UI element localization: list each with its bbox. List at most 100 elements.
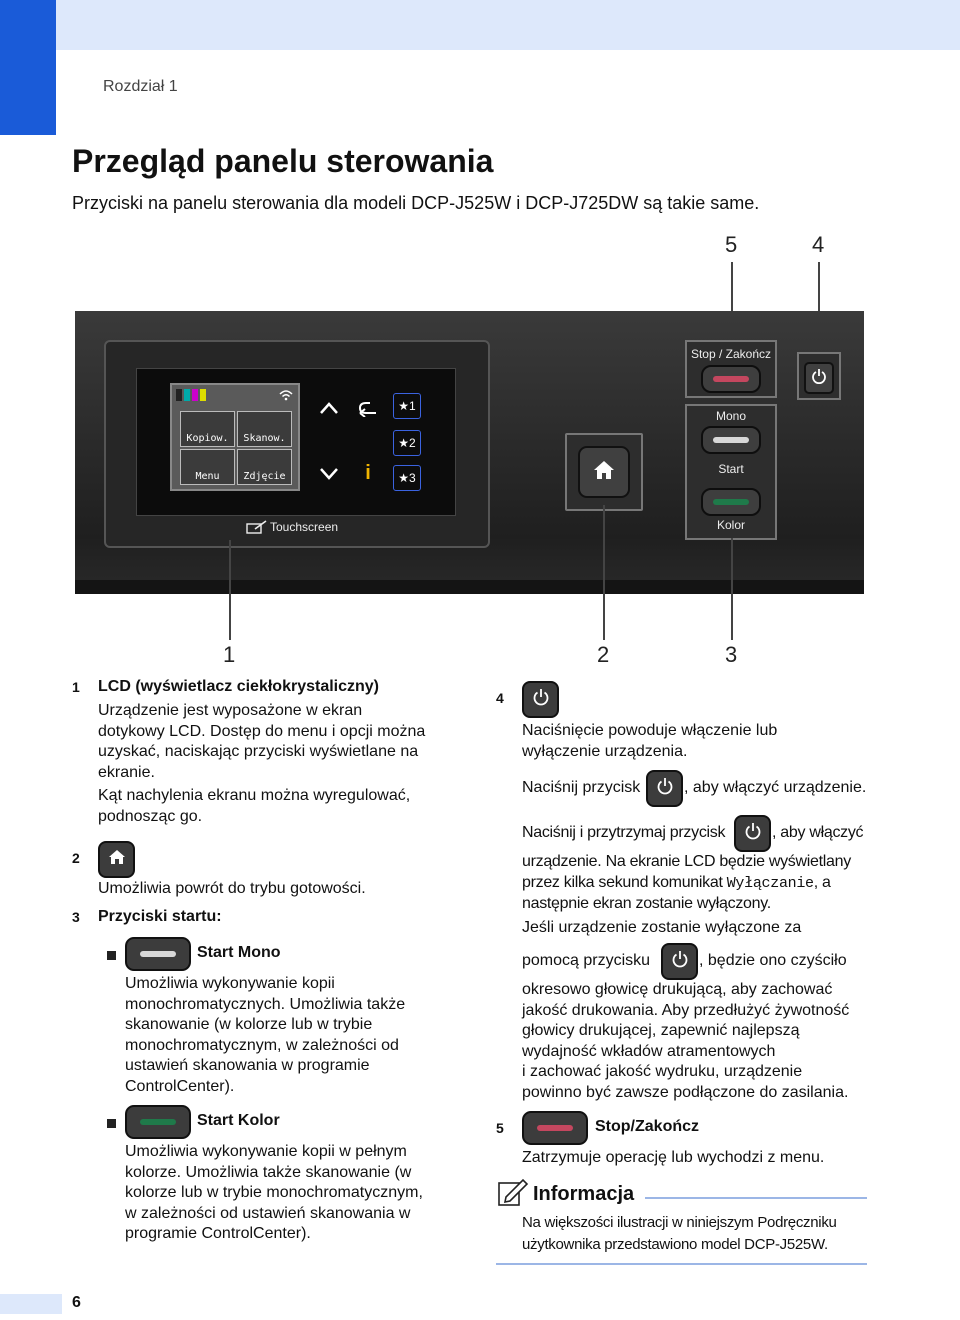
power-icon [532, 688, 550, 711]
stop-button[interactable] [701, 365, 761, 393]
color-start-button[interactable] [701, 488, 761, 516]
kolor-stripe [140, 1119, 176, 1125]
item1-number: 1 [72, 679, 80, 695]
item2-home-button [98, 841, 135, 878]
lcd-tile-scan[interactable]: Skanow. [237, 411, 292, 447]
item1-p1-line: ekranie. [98, 763, 155, 781]
power-icon [811, 368, 827, 389]
lcd-info-icon[interactable]: i [365, 462, 371, 484]
lcd-tile-menu[interactable]: Menu [180, 449, 235, 485]
start-mono-title: Start Mono [197, 944, 281, 961]
item1-p1-line: uzyskać, naciskając przyciski wyświetlan… [98, 743, 419, 760]
mono-stripe [713, 437, 749, 443]
home-icon [108, 849, 126, 870]
lcd-screen[interactable]: Kopiow. Skanow. Menu Zdjęcie [170, 383, 300, 491]
callout-3: 3 [725, 642, 738, 667]
info-title-rule [645, 1197, 867, 1199]
kolor-text-line: w zależności od ustawień skanowania w [125, 1204, 411, 1222]
item1-paragraph-1: Urządzenie jest wyposażone w ekran dotyk… [98, 701, 425, 783]
page-number: 6 [72, 1294, 81, 1311]
item1-title: LCD (wyświetlacz ciekłokrystaliczny) [98, 678, 379, 695]
kolor-button-icon [125, 1105, 191, 1139]
start-label: Start [718, 462, 744, 476]
item1-p1-line: Urządzenie jest wyposażone w ekran [98, 702, 363, 719]
item4-p2-after: , aby włączyć urządzenie. [684, 779, 867, 796]
callout-1: 1 [223, 642, 236, 667]
callout-5: 5 [725, 232, 738, 257]
inline-power-button-3 [661, 943, 698, 980]
callout-2: 2 [597, 642, 610, 667]
stop-label: Stop / Zakończ [690, 347, 772, 361]
item4-p1-line: wyłączenie urządzenia. [522, 742, 688, 760]
intro-text: Przyciski na panelu sterowania dla model… [72, 193, 760, 213]
leader-line-3 [731, 538, 733, 640]
color-stripe [713, 499, 749, 505]
kolor-label: Kolor [716, 518, 745, 532]
note-pencil-icon [497, 1177, 529, 1207]
item4-p3-code: Wyłączanie [726, 875, 814, 892]
item1-p1-line: dotykowy LCD. Dostęp do menu i opcji moż… [98, 722, 426, 740]
mono-text-line: monochromatycznych. Umożliwia także [125, 995, 406, 1013]
item1-p2-line: Kąt nachylenia ekranu można wyregulować, [98, 787, 411, 804]
touchscreen-logo-icon [246, 520, 268, 534]
mono-text-line: monochromatycznym, w zależności od [125, 1036, 399, 1054]
stop-stripe [713, 376, 749, 382]
start-mono-text: Umożliwia wykonywanie kopii monochromaty… [125, 974, 405, 1097]
item5-text: Zatrzymuje operację lub wychodzi z menu. [522, 1149, 825, 1166]
mono-stripe [140, 951, 176, 957]
item4-p2-before: Naciśnij przycisk [522, 779, 641, 796]
info-text: Na większości ilustracji w niniejszym Po… [522, 1212, 837, 1256]
inline-power-button-1 [646, 770, 683, 807]
lcd-favorite-2[interactable]: ★2 [393, 430, 421, 456]
mono-text-line: ControlCenter). [125, 1077, 235, 1095]
mono-text-line: ustawień skanowania w programie [125, 1057, 370, 1074]
leader-line-4 [818, 262, 820, 354]
lcd-up-arrow-icon[interactable] [318, 400, 340, 420]
item4-p4-line: okresowo głowicę drukującą, aby zachować [522, 981, 833, 998]
item4-p3-cont2: przez kilka sekund komunikat Wyłączanie,… [522, 873, 831, 895]
start-kolor-title: Start Kolor [197, 1112, 280, 1129]
item4-power-button [522, 681, 559, 718]
inline-power-button-2 [734, 815, 771, 852]
mono-text-line: skanowanie (w kolorze lub w trybie [125, 1016, 373, 1033]
item4-p3-cont1: urządzenie. Na ekranie LCD będzie wyświe… [522, 853, 851, 870]
chapter-tab [0, 0, 56, 135]
wifi-icon [278, 388, 294, 401]
stop-stripe [537, 1125, 573, 1131]
lcd-down-arrow-icon[interactable] [318, 466, 340, 486]
bullet-kolor [107, 1119, 116, 1128]
mono-text-line: Umożliwia wykonywanie kopii [125, 975, 335, 992]
item2-text: Umożliwia powrót do trybu gotowości. [98, 880, 366, 897]
start-kolor-text: Umożliwia wykonywanie kopii w pełnym kol… [125, 1142, 423, 1245]
lcd-tile-photo[interactable]: Zdjęcie [237, 449, 292, 485]
lcd-favorite-1[interactable]: ★1 [393, 393, 421, 419]
info-bottom-rule [496, 1263, 867, 1265]
item4-number: 4 [496, 690, 504, 706]
item4-p1-line: Naciśnięcie powoduje włączenie lub [522, 722, 778, 739]
mono-start-button[interactable] [701, 426, 761, 454]
info-line: użytkownika przedstawiono model DCP-J525… [522, 1236, 828, 1253]
lcd-favorite-3[interactable]: ★3 [393, 465, 421, 491]
power-icon [671, 950, 689, 973]
lcd-tile-copy[interactable]: Kopiow. [180, 411, 235, 447]
callout-4: 4 [812, 232, 825, 257]
page-title: Przegląd panelu sterowania [72, 143, 494, 179]
item4-p4-line: jakość drukowania. Aby przedłużyć żywotn… [522, 1001, 850, 1019]
item4-p4-rest: okresowo głowicę drukującą, aby zachować… [522, 980, 849, 1103]
item4-p3-after: , aby włączyć [772, 824, 864, 841]
power-icon [656, 777, 674, 800]
kolor-text-line: programie ControlCenter). [125, 1225, 311, 1242]
header-band [56, 0, 960, 50]
power-button[interactable] [804, 362, 834, 394]
item4-p4-line: i zachować jakość wydruku, urządzenie [522, 1063, 803, 1080]
kolor-text-line: kolorze. Umożliwia także skanowanie (w [125, 1163, 412, 1181]
item3-number: 3 [72, 909, 80, 925]
item5-title: Stop/Zakończ [595, 1118, 700, 1135]
item4-p3-cont3: następnie ekran zostanie wyłączony. [522, 895, 771, 912]
lcd-back-icon[interactable] [356, 399, 380, 421]
home-button[interactable] [578, 446, 630, 498]
item4-paragraph-1: Naciśnięcie powoduje włączenie lub wyłąc… [522, 721, 777, 762]
item4-p4-line: powinno być zawsze podłączone do zasilan… [522, 1083, 849, 1101]
kolor-text-line: Umożliwia wykonywanie kopii w pełnym [125, 1143, 407, 1160]
touchscreen-label: Touchscreen [270, 520, 339, 534]
